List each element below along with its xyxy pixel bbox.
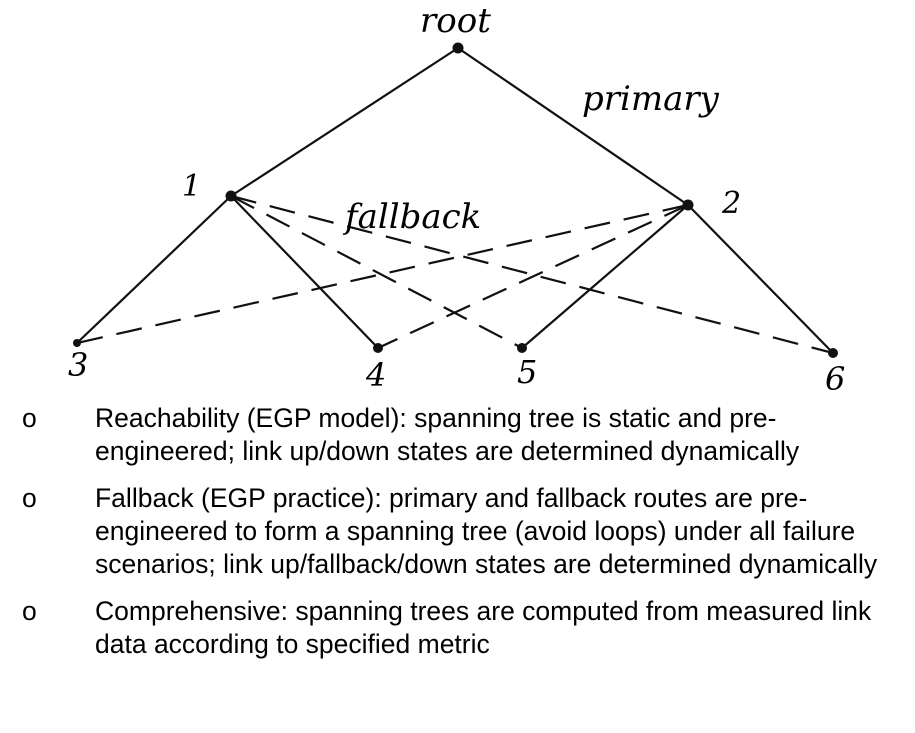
edge-fallback-2-4 [377, 204, 689, 349]
node-2 [682, 199, 694, 211]
bullet-text: Comprehensive: spanning trees are comput… [95, 596, 872, 659]
edge-fallback-2-3 [76, 203, 689, 345]
bullet-text: Reachability (EGP model): spanning tree … [95, 403, 800, 466]
edge-1-3 [76, 195, 232, 344]
edge-2-5 [521, 204, 689, 349]
bullet-marker: o [22, 483, 37, 513]
label-node-1: 1 [182, 169, 201, 204]
node-root [452, 42, 464, 54]
bullet-list: o Reachability (EGP model): spanning tre… [0, 402, 915, 675]
bullet-reachability: o Reachability (EGP model): spanning tre… [0, 402, 915, 468]
bullet-fallback: o Fallback (EGP practice): primary and f… [0, 482, 915, 581]
edge-1-4 [230, 195, 379, 349]
label-node-4: 4 [365, 356, 386, 394]
label-root: root [420, 1, 491, 41]
bullet-text: Fallback (EGP practice): primary and fal… [95, 483, 878, 579]
bullet-comprehensive: o Comprehensive: spanning trees are comp… [0, 595, 915, 661]
node-1 [225, 190, 237, 202]
node-4 [373, 343, 383, 353]
label-node-6: 6 [825, 360, 845, 398]
edge-root-2 [457, 47, 689, 206]
label-node-5: 5 [517, 353, 537, 391]
label-fallback: fallback [342, 197, 481, 237]
node-6 [828, 348, 838, 358]
node-3 [73, 339, 81, 347]
spanning-tree-diagram: root primary fallback 1 2 3 4 5 6 [68, 1, 845, 398]
edge-2-6 [687, 204, 834, 354]
edge-root-1 [230, 47, 459, 197]
bullet-marker: o [22, 596, 37, 626]
bullet-marker: o [22, 403, 37, 433]
label-node-3: 3 [68, 346, 88, 384]
label-node-2: 2 [721, 186, 741, 221]
label-primary: primary [582, 79, 720, 119]
edge-fallback-1-5 [230, 195, 523, 349]
node-5 [517, 343, 527, 353]
edge-fallback-1-6 [230, 194, 834, 355]
